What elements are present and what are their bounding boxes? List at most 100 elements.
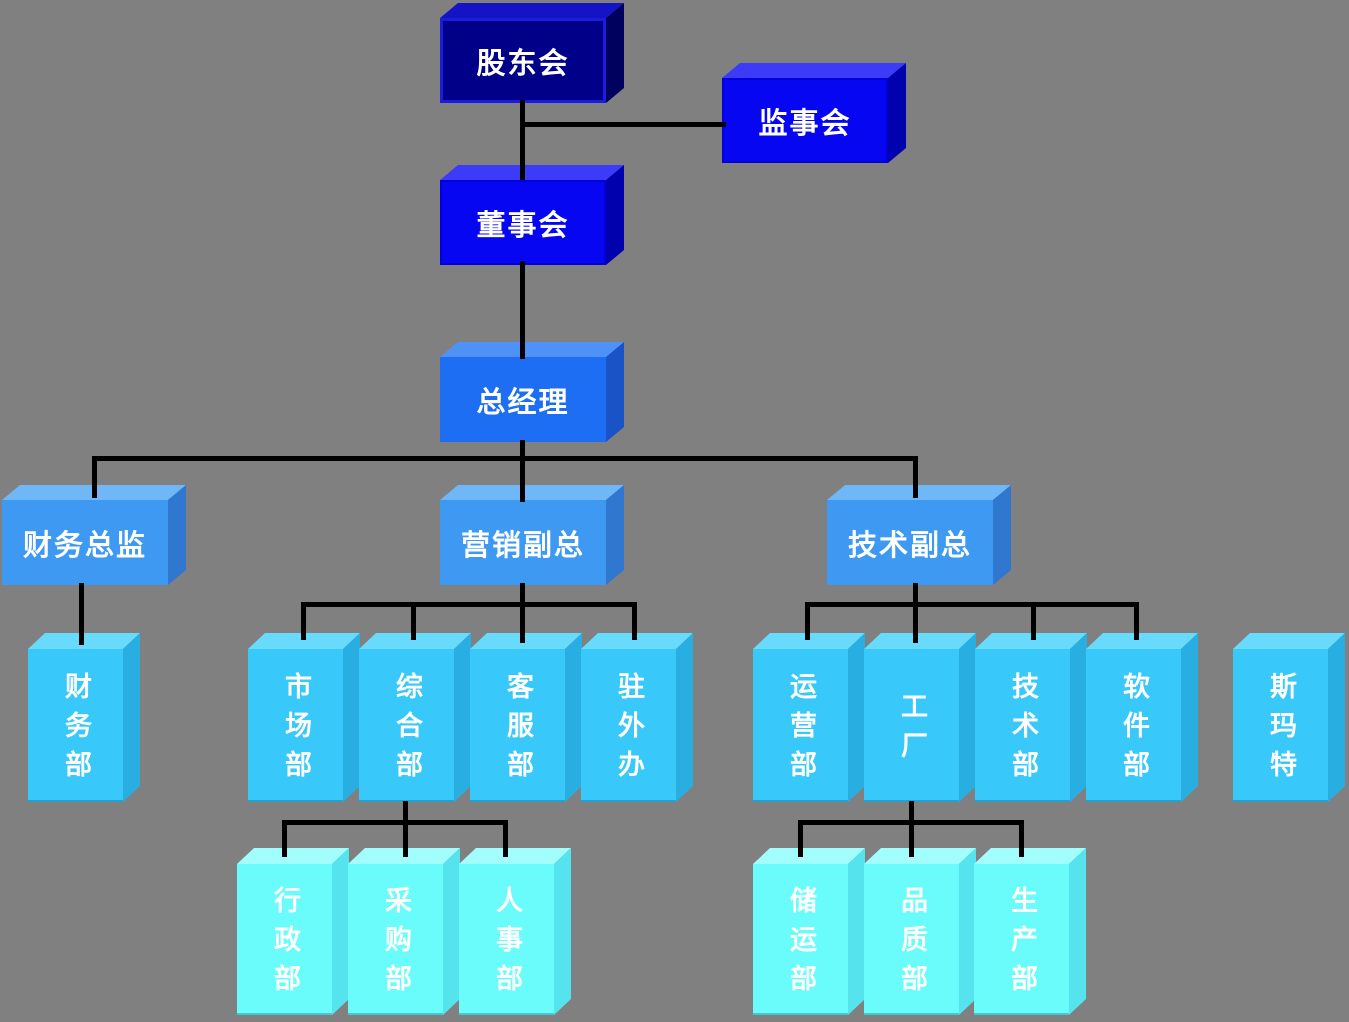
box-side-face (888, 63, 906, 163)
purchasing-dept-label: 采购部 (380, 886, 411, 1003)
box-front-face: 总经理 (440, 357, 606, 442)
box-top-face (248, 633, 360, 649)
box-front-face: 财务部 (28, 649, 123, 802)
software-dept-label: 软件部 (1118, 672, 1149, 789)
node-purchasing-dept: 采购部 (348, 848, 460, 1015)
box-side-face (123, 633, 140, 802)
box-top-face (237, 848, 349, 864)
node-hr-dept: 人事部 (459, 848, 571, 1015)
market-dept-label: 市场部 (280, 672, 311, 789)
box-front-face: 工厂 (864, 649, 959, 802)
node-board-of-directors: 董事会 (440, 165, 624, 265)
node-factory: 工厂 (864, 633, 976, 802)
node-technology-vp: 技术副总 (827, 485, 1011, 585)
node-general-manager: 总经理 (440, 342, 624, 442)
customer-service-dept-label: 客服部 (502, 672, 533, 789)
box-top-face (722, 63, 906, 78)
box-top-face (975, 633, 1087, 649)
production-dept-label: 生产部 (1006, 886, 1037, 1003)
box-front-face: 储运部 (753, 864, 848, 1015)
box-front-face: 客服部 (470, 649, 565, 802)
node-quality-dept: 品质部 (864, 848, 976, 1015)
box-front-face: 股东会 (440, 18, 606, 103)
box-side-face (959, 633, 976, 802)
quality-dept-label: 品质部 (896, 886, 927, 1003)
box-front-face: 技术副总 (827, 500, 993, 585)
box-side-face (565, 633, 582, 802)
box-side-face (959, 848, 976, 1015)
box-front-face: 营销副总 (440, 500, 606, 585)
box-front-face: 运营部 (753, 649, 848, 802)
box-top-face (1086, 633, 1198, 649)
technology-dept-label: 技术部 (1007, 672, 1038, 789)
box-side-face (1181, 633, 1198, 802)
box-side-face (554, 848, 571, 1015)
box-side-face (1328, 633, 1345, 802)
operations-dept-label: 运营部 (785, 672, 816, 789)
box-front-face: 财务总监 (2, 500, 168, 585)
box-top-face (470, 633, 582, 649)
box-front-face: 综合部 (359, 649, 454, 802)
box-side-face (606, 3, 624, 103)
board-of-directors-label: 董事会 (476, 207, 570, 242)
node-general-affairs-dept: 综合部 (359, 633, 471, 802)
hr-dept-label: 人事部 (491, 886, 522, 1003)
node-finance-dept: 财务部 (28, 633, 140, 802)
box-front-face: 行政部 (237, 864, 332, 1015)
box-top-face (753, 633, 865, 649)
box-top-face (440, 342, 624, 357)
marketing-vp-label: 营销副总 (460, 527, 585, 562)
box-side-face (606, 342, 624, 442)
box-front-face: 董事会 (440, 180, 606, 265)
box-side-face (676, 633, 693, 802)
general-manager-label: 总经理 (476, 384, 570, 419)
box-front-face: 品质部 (864, 864, 959, 1015)
factory-label: 工厂 (896, 691, 927, 770)
node-storage-transport-dept: 储运部 (753, 848, 865, 1015)
node-software-dept: 软件部 (1086, 633, 1198, 802)
node-finance-director: 财务总监 (2, 485, 186, 585)
general-affairs-dept-label: 综合部 (391, 672, 422, 789)
box-front-face: 软件部 (1086, 649, 1181, 802)
overseas-office-label: 驻外办 (613, 672, 644, 789)
node-production-dept: 生产部 (974, 848, 1086, 1015)
box-side-face (848, 633, 865, 802)
storage-transport-dept-label: 储运部 (785, 886, 816, 1003)
box-side-face (443, 848, 460, 1015)
node-market-dept: 市场部 (248, 633, 360, 802)
box-top-face (28, 633, 140, 649)
box-side-face (343, 633, 360, 802)
box-side-face (332, 848, 349, 1015)
finance-director-label: 财务总监 (22, 527, 147, 562)
box-front-face: 驻外办 (581, 649, 676, 802)
box-top-face (459, 848, 571, 864)
box-top-face (974, 848, 1086, 864)
box-top-face (1233, 633, 1345, 649)
box-top-face (348, 848, 460, 864)
supervisory-board-label: 监事会 (758, 105, 852, 140)
box-front-face: 人事部 (459, 864, 554, 1015)
box-side-face (606, 165, 624, 265)
box-top-face (440, 485, 624, 500)
box-front-face: 技术部 (975, 649, 1070, 802)
box-top-face (440, 165, 624, 180)
box-side-face (168, 485, 186, 585)
box-front-face: 生产部 (974, 864, 1069, 1015)
node-overseas-office: 驻外办 (581, 633, 693, 802)
shareholders-meeting-label: 股东会 (476, 45, 570, 80)
box-front-face: 监事会 (722, 78, 888, 163)
box-side-face (454, 633, 471, 802)
node-operations-dept: 运营部 (753, 633, 865, 802)
node-shareholders-meeting: 股东会 (440, 3, 624, 103)
box-side-face (848, 848, 865, 1015)
box-top-face (864, 633, 976, 649)
box-top-face (753, 848, 865, 864)
box-side-face (1070, 633, 1087, 802)
box-top-face (440, 3, 624, 18)
box-top-face (827, 485, 1011, 500)
box-top-face (2, 485, 186, 500)
box-side-face (1069, 848, 1086, 1015)
finance-dept-label: 财务部 (60, 672, 91, 789)
